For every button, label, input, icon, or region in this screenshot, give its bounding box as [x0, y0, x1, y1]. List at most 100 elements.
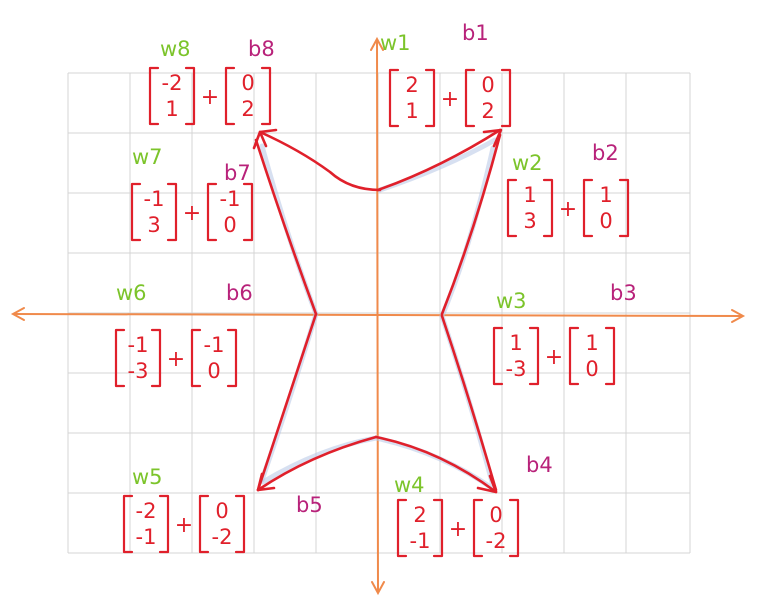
- bias-vector: 10: [582, 178, 630, 238]
- arrowheads: [252, 128, 503, 494]
- bracket-left: [492, 326, 504, 386]
- bracket-left: [506, 178, 518, 238]
- arrowhead-bottom-right: [476, 474, 498, 494]
- arrowhead-top-right: [482, 128, 503, 148]
- bias-label: b3: [610, 281, 637, 305]
- bracket-left: [224, 66, 236, 126]
- bracket-left: [472, 498, 484, 558]
- bias-vector: -10: [206, 182, 254, 242]
- y-axis-arrow-top: [370, 36, 384, 51]
- vector-entry-bottom: -3: [506, 357, 527, 381]
- bracket-left: [198, 494, 210, 554]
- vector-entry-top: -2: [162, 71, 183, 95]
- bias-vector: 0-2: [472, 498, 520, 558]
- weight-vector: 13: [506, 178, 554, 238]
- star-curves: [254, 128, 502, 494]
- vector-entry-top: 0: [481, 73, 494, 97]
- plus-sign: +: [559, 197, 577, 222]
- vector-entry-top: 2: [405, 73, 418, 97]
- plus-sign: +: [183, 201, 201, 226]
- bias-label: b1: [462, 21, 489, 45]
- curve-left-lower: [256, 312, 318, 492]
- bracket-left: [206, 182, 218, 242]
- bias-label: b7: [224, 161, 251, 185]
- vector-entry-top: -2: [136, 499, 157, 523]
- bracket-right: [432, 498, 444, 558]
- weight-label: w4: [394, 473, 425, 497]
- plus-sign: +: [449, 517, 467, 542]
- vector-entry-bottom: 3: [523, 209, 536, 233]
- vector-entry-bottom: -1: [136, 525, 157, 549]
- bracket-right: [234, 494, 246, 554]
- bracket-right: [184, 66, 196, 126]
- vector-entry-top: -1: [204, 333, 225, 357]
- vector-entry-bottom: 0: [599, 209, 612, 233]
- plus-sign: +: [441, 87, 459, 112]
- bracket-left: [568, 326, 580, 386]
- weight-vector: -13: [130, 182, 178, 242]
- bias-vector: 10: [568, 326, 616, 386]
- bracket-right: [166, 182, 178, 242]
- x-axis-arrow-left: [10, 307, 25, 321]
- bracket-right: [604, 326, 616, 386]
- curve-right-upper: [440, 133, 502, 316]
- vector-entry-top: -1: [128, 333, 149, 357]
- y-axis: [376, 39, 379, 593]
- curve-bottom-right: [374, 435, 498, 494]
- bracket-right: [150, 328, 162, 388]
- vector-entry-bottom: -3: [128, 359, 149, 383]
- plus-sign: +: [545, 345, 563, 370]
- weight-label: w5: [132, 465, 163, 489]
- weight-vector: -1-3: [114, 328, 162, 388]
- bias-label: b5: [296, 493, 323, 517]
- bracket-left: [388, 68, 400, 128]
- curve-top-right: [376, 128, 502, 192]
- bracket-right: [618, 178, 630, 238]
- vector-entry-bottom: 2: [481, 99, 494, 123]
- vector-entry-bottom: 1: [405, 99, 418, 123]
- weight-vector: 2-1: [396, 498, 444, 558]
- curve-top-left: [258, 130, 382, 192]
- vector-entry-top: 1: [585, 331, 598, 355]
- vector-entry-bottom: -1: [410, 529, 431, 553]
- x-axis-arrow-right: [731, 309, 746, 323]
- vector-entry-bottom: 3: [147, 213, 160, 237]
- vector-entry-top: -1: [220, 187, 241, 211]
- vector-entry-top: 0: [241, 71, 254, 95]
- bracket-left: [114, 328, 126, 388]
- vector-entry-bottom: -2: [212, 525, 233, 549]
- weight-vector: -21: [148, 66, 196, 126]
- axes: [10, 36, 746, 596]
- bracket-right: [226, 328, 238, 388]
- weight-label: w2: [512, 151, 543, 175]
- bias-label: b6: [226, 281, 253, 305]
- vector-entry-bottom: 2: [241, 97, 254, 121]
- curve-bottom-left: [256, 435, 378, 492]
- vector-entry-top: 1: [599, 183, 612, 207]
- weight-label: w6: [116, 281, 147, 305]
- weight-vector: 21: [388, 68, 436, 128]
- bracket-right: [508, 498, 520, 558]
- weight-label: w8: [160, 37, 191, 61]
- bracket-left: [464, 68, 476, 128]
- bracket-left: [148, 66, 160, 126]
- bracket-right: [528, 326, 540, 386]
- vector-entry-top: 2: [413, 503, 426, 527]
- bias-vector: 02: [464, 68, 512, 128]
- vector-entry-bottom: 0: [585, 357, 598, 381]
- bias-label: b8: [248, 37, 275, 61]
- weight-label: w7: [132, 145, 163, 169]
- bracket-left: [396, 498, 408, 558]
- vector-entry-top: 1: [523, 183, 536, 207]
- vector-entry-top: 1: [509, 331, 522, 355]
